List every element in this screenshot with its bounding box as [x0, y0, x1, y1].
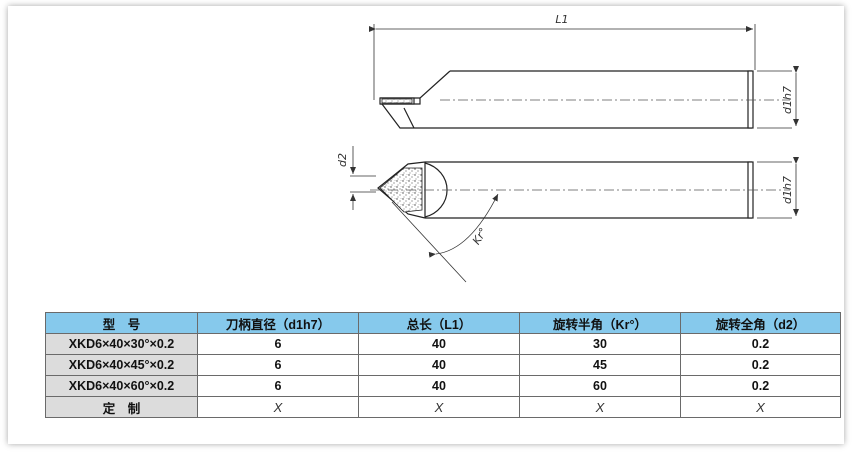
- spec-table: 型 号 刀柄直径（d1h7） 总长（L1） 旋转半角（Kr°） 旋转全角（d2）…: [45, 312, 841, 418]
- cell-value: 6: [197, 333, 359, 355]
- cell-value: 0.2: [680, 354, 841, 376]
- header-half-angle: 旋转半角（Kr°）: [519, 312, 681, 334]
- table-row: XKD6×40×45°×0.2 6 40 45 0.2: [45, 354, 841, 376]
- cell-value: 45: [519, 354, 681, 376]
- cell-custom-label: 定 制: [45, 396, 198, 418]
- cell-value: 40: [358, 333, 520, 355]
- cell-custom-mark: X: [519, 396, 681, 418]
- dimension-d1h7-top: d1h7: [757, 66, 799, 129]
- dim-kr-label: Kr°: [470, 225, 490, 247]
- cell-value: 60: [519, 375, 681, 397]
- table-row: XKD6×40×30°×0.2 6 40 30 0.2: [45, 333, 841, 355]
- header-model: 型 号: [45, 312, 198, 334]
- cell-custom-mark: X: [197, 396, 359, 418]
- dimension-l1: L1: [369, 13, 756, 100]
- cell-value: 30: [519, 333, 681, 355]
- header-full-angle: 旋转全角（d2）: [680, 312, 841, 334]
- tool-side-view: [379, 70, 754, 129]
- cell-value: 0.2: [680, 333, 841, 355]
- dim-d1h7-top-label: d1h7: [781, 86, 794, 114]
- table-row: XKD6×40×60°×0.2 6 40 60 0.2: [45, 375, 841, 397]
- cell-value: 6: [197, 354, 359, 376]
- table-header-row: 型 号 刀柄直径（d1h7） 总长（L1） 旋转半角（Kr°） 旋转全角（d2）: [45, 312, 841, 334]
- cell-model: XKD6×40×60°×0.2: [45, 375, 198, 397]
- cell-model: XKD6×40×45°×0.2: [45, 354, 198, 376]
- cell-value: 40: [358, 354, 520, 376]
- header-total-length: 总长（L1）: [358, 312, 520, 334]
- table-row-custom: 定 制 X X X X: [45, 396, 841, 418]
- cell-model: XKD6×40×30°×0.2: [45, 333, 198, 355]
- dim-l1-label: L1: [555, 13, 568, 26]
- dim-d1h7-bottom-label: d1h7: [781, 176, 794, 204]
- dimension-d1h7-bottom: d1h7: [757, 157, 799, 219]
- cell-custom-mark: X: [680, 396, 841, 418]
- cell-value: 40: [358, 375, 520, 397]
- cell-value: 0.2: [680, 375, 841, 397]
- dim-d2-label: d2: [336, 153, 349, 167]
- dimension-d2: d2: [336, 146, 376, 210]
- cell-custom-mark: X: [358, 396, 520, 418]
- cell-value: 6: [197, 375, 359, 397]
- header-shank-diameter: 刀柄直径（d1h7）: [197, 312, 359, 334]
